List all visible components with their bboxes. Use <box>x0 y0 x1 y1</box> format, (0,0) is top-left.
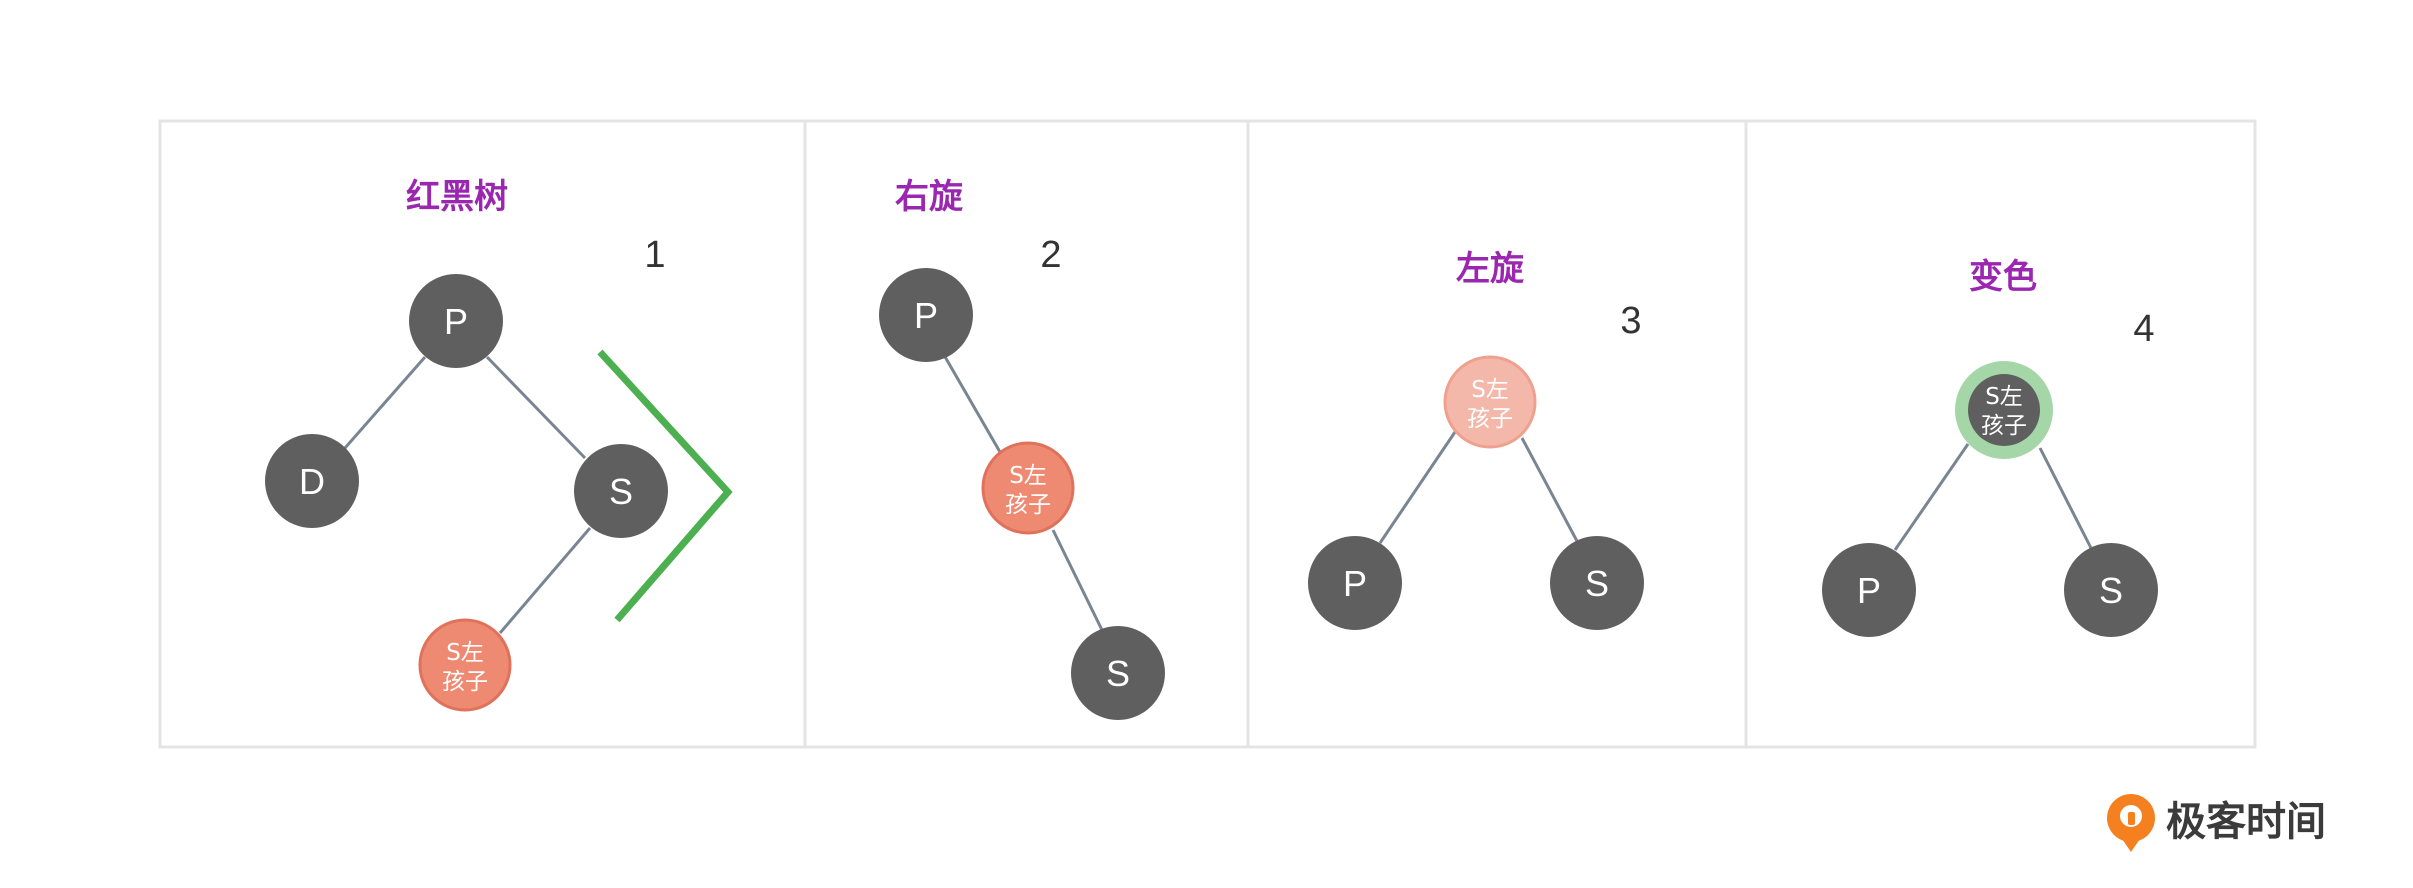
node-p: P <box>409 274 503 368</box>
svg-text:S左: S左 <box>1985 384 2023 410</box>
edge-p-d <box>343 356 427 449</box>
geektime-logo-icon <box>2107 794 2155 852</box>
panel-1-title: 红黑树 <box>406 177 508 217</box>
node-s: S <box>1550 536 1644 630</box>
node-s-left-child: S左 孩子 <box>1443 355 1537 449</box>
svg-text:S: S <box>1585 563 1609 604</box>
edge-s-sl <box>498 527 592 634</box>
node-s: S <box>574 444 668 538</box>
node-s: S <box>2064 543 2158 637</box>
edge-sl-s <box>1520 437 1580 544</box>
node-d: D <box>265 434 359 528</box>
node-s: S <box>1071 626 1165 720</box>
diagram-frame <box>158 119 2257 749</box>
edge-sl-p <box>1378 431 1457 544</box>
svg-text:D: D <box>299 461 325 502</box>
node-p: P <box>1822 543 1916 637</box>
node-s-left-child-recolored: S左 孩子 <box>1955 361 2053 459</box>
svg-text:P: P <box>1343 563 1367 604</box>
panel-4-title: 变色 <box>1969 257 2037 297</box>
panel-3: 左旋 3 S左 孩子 P S <box>1308 249 1644 630</box>
svg-text:S: S <box>1106 653 1130 694</box>
panel-1: 红黑树 1 P D S S左 孩子 <box>265 177 733 712</box>
panel-2-title: 右旋 <box>895 177 963 217</box>
svg-text:P: P <box>914 295 938 336</box>
panel-4: 变色 4 S左 孩子 P S <box>1822 257 2158 637</box>
edge-sl-p <box>1893 443 1970 551</box>
edge-p-s <box>485 355 587 460</box>
logo-text: 极客时间 <box>2166 799 2326 845</box>
panel-3-title: 左旋 <box>1456 249 1524 289</box>
edge-sl-s <box>2038 447 2094 551</box>
panel-4-step-number: 4 <box>2133 308 2154 350</box>
svg-text:孩子: 孩子 <box>1005 492 1051 518</box>
svg-text:S左: S左 <box>1009 463 1047 489</box>
svg-text:S: S <box>2099 570 2123 611</box>
svg-text:孩子: 孩子 <box>1981 413 2027 439</box>
svg-text:S左: S左 <box>446 640 484 666</box>
right-rotate-chevron <box>597 349 733 623</box>
svg-text:孩子: 孩子 <box>442 669 488 695</box>
svg-text:P: P <box>444 301 468 342</box>
svg-text:孩子: 孩子 <box>1467 406 1513 432</box>
node-p: P <box>879 268 973 362</box>
svg-text:P: P <box>1857 570 1881 611</box>
panel-3-step-number: 3 <box>1620 300 1641 342</box>
edge-sl-s <box>1051 529 1104 631</box>
panel-2-step-number: 2 <box>1040 234 1061 276</box>
svg-text:S左: S左 <box>1471 377 1509 403</box>
node-s-left-child: S左 孩子 <box>981 441 1075 535</box>
node-s-left-child: S左 孩子 <box>418 618 512 712</box>
panel-1-step-number: 1 <box>644 234 665 276</box>
geektime-logo: 极客时间 <box>2107 794 2326 852</box>
edge-p-sl <box>942 354 1002 453</box>
panel-2: 右旋 2 P S左 孩子 S <box>879 177 1165 720</box>
svg-text:S: S <box>609 471 633 512</box>
node-p: P <box>1308 536 1402 630</box>
